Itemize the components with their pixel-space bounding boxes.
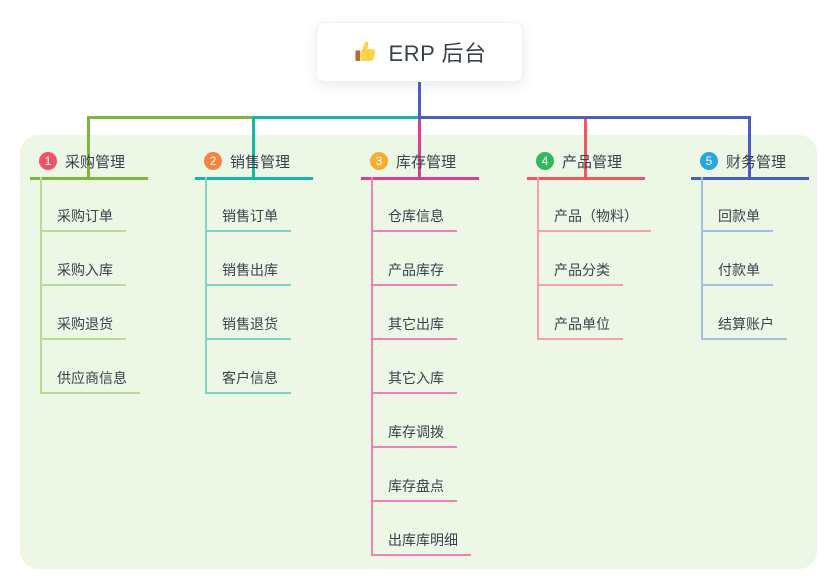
child-node[interactable]: 产品单位 (554, 316, 610, 332)
branch-underline (195, 177, 313, 180)
root-node-title: ERP 后台 (388, 41, 487, 66)
branch-node-5[interactable]: 5 财务管理 (700, 149, 786, 173)
child-underline (205, 338, 291, 340)
branch-spine (371, 177, 373, 556)
child-underline (205, 230, 291, 232)
branch-drop-connector (252, 116, 255, 177)
branch-label: 销售管理 (230, 153, 291, 171)
branch-label: 采购管理 (65, 153, 126, 171)
child-node[interactable]: 销售出库 (222, 262, 278, 278)
branch-node-3[interactable]: 3 库存管理 (370, 149, 456, 173)
child-node[interactable]: 采购退货 (57, 316, 113, 332)
branch-node-1[interactable]: 1 采购管理 (39, 149, 125, 173)
branch-number-badge: 1 (39, 152, 57, 170)
branch-spine (701, 177, 703, 340)
bus-segment-blue (418, 116, 751, 119)
branch-label: 库存管理 (396, 153, 457, 171)
bus-segment-green (87, 116, 252, 119)
child-node[interactable]: 结算账户 (718, 316, 774, 332)
child-underline (701, 284, 773, 286)
child-node[interactable]: 回款单 (718, 208, 760, 224)
child-node[interactable]: 出库库明细 (388, 532, 458, 548)
branch-node-4[interactable]: 4 产品管理 (536, 149, 622, 173)
branch-number-badge: 4 (536, 152, 554, 170)
branch-underline (691, 177, 809, 180)
child-node[interactable]: 其它入库 (388, 370, 444, 386)
child-node[interactable]: 库存调拨 (388, 424, 444, 440)
bus-segment-teal (252, 116, 418, 119)
child-node[interactable]: 产品分类 (554, 262, 610, 278)
child-underline (371, 446, 457, 448)
child-node[interactable]: 产品（物料） (554, 208, 638, 224)
child-underline (40, 338, 126, 340)
child-underline (40, 230, 126, 232)
child-node[interactable]: 其它出库 (388, 316, 444, 332)
child-underline (701, 338, 787, 340)
branches-panel (20, 135, 817, 569)
child-node[interactable]: 采购订单 (57, 208, 113, 224)
branch-underline (527, 177, 645, 180)
child-underline (537, 284, 623, 286)
child-node[interactable]: 客户信息 (222, 370, 278, 386)
child-node[interactable]: 库存盘点 (388, 478, 444, 494)
child-node[interactable]: 销售退货 (222, 316, 278, 332)
branch-drop-connector (418, 116, 421, 177)
branch-spine (537, 177, 539, 340)
branch-number-badge: 3 (370, 152, 388, 170)
child-node[interactable]: 供应商信息 (57, 370, 127, 386)
child-node[interactable]: 仓库信息 (388, 208, 444, 224)
branch-underline (361, 177, 479, 180)
branch-drop-connector (584, 116, 587, 177)
thumbs-up-icon (353, 39, 379, 65)
child-underline (40, 392, 140, 394)
child-underline (205, 284, 291, 286)
child-underline (371, 392, 457, 394)
child-underline (371, 500, 457, 502)
branch-label: 财务管理 (726, 153, 787, 171)
branch-underline (30, 177, 148, 180)
child-underline (537, 230, 651, 232)
branch-node-2[interactable]: 2 销售管理 (204, 149, 290, 173)
child-node[interactable]: 付款单 (718, 262, 760, 278)
child-node[interactable]: 销售订单 (222, 208, 278, 224)
root-node[interactable]: ERP 后台 (316, 22, 523, 82)
child-underline (701, 230, 773, 232)
child-underline (371, 554, 471, 556)
child-node[interactable]: 产品库存 (388, 262, 444, 278)
branch-number-badge: 2 (204, 152, 222, 170)
child-underline (537, 338, 623, 340)
branch-drop-connector (748, 116, 751, 177)
child-underline (371, 284, 457, 286)
child-underline (371, 230, 457, 232)
child-underline (371, 338, 457, 340)
child-underline (205, 392, 291, 394)
branch-number-badge: 5 (700, 152, 718, 170)
child-underline (40, 284, 126, 286)
branch-drop-connector (87, 116, 90, 177)
child-node[interactable]: 采购入库 (57, 262, 113, 278)
branch-label: 产品管理 (562, 153, 623, 171)
root-connector (418, 82, 421, 119)
